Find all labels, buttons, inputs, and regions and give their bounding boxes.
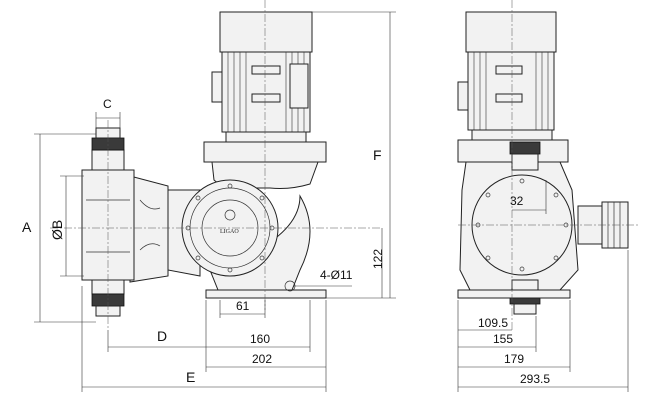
side-cover-bolt (485, 255, 491, 261)
cover-bolt (259, 195, 265, 201)
side-cover-bolt (519, 266, 525, 272)
nameplate-top (251, 65, 281, 75)
dim-109-5: 109.5 (478, 316, 508, 330)
nameplate-bottom (251, 93, 281, 103)
dim-A: A (22, 219, 32, 235)
dim-D: D (157, 328, 167, 344)
dim-C: C (103, 97, 112, 111)
dim-202: 202 (252, 352, 272, 366)
pump-head-link (129, 175, 169, 283)
side-discharge-nut (509, 141, 541, 155)
cover-bolt (195, 255, 201, 261)
logo-mark (224, 209, 236, 221)
dim-E: E (186, 369, 195, 385)
side-motor-lug (457, 81, 469, 111)
dim-122: 122 (371, 249, 385, 269)
dim-155: 155 (493, 332, 513, 346)
side-cover-bolt (553, 192, 559, 198)
side-cover-bolt (553, 255, 559, 261)
dim-F: F (373, 147, 382, 163)
front-view: LIGAO (50, 0, 380, 330)
side-motor-fins (473, 52, 549, 130)
cover-bolt (259, 255, 265, 261)
cover-bolt (227, 267, 233, 273)
side-motor-body (467, 51, 555, 131)
dim-holes: 4-Ø11 (320, 268, 353, 282)
side-cover-bolt (519, 178, 525, 184)
side-nameplate-bottom (495, 93, 523, 103)
side-motor-cap (465, 11, 557, 53)
terminal-box (289, 63, 309, 109)
cover-bolt (195, 195, 201, 201)
side-discharge-valve (511, 153, 539, 171)
dim-160: 160 (250, 332, 270, 346)
side-base-plate (457, 289, 571, 299)
base-plate (205, 289, 327, 299)
dim-293-5: 293.5 (520, 372, 550, 386)
motor-flange (225, 131, 307, 143)
motor-side-lug (211, 71, 223, 103)
front-view-dimensions: C A ØB F 122 4-Ø11 61 160 (22, 11, 396, 392)
dim-61: 61 (236, 299, 250, 313)
dim-179: 179 (504, 352, 524, 366)
cover-bolt (227, 183, 233, 189)
dim-B: ØB (49, 220, 65, 240)
motor-cap (219, 11, 313, 53)
logo-text: LIGAO (220, 229, 239, 235)
side-suction-port (513, 303, 537, 315)
side-view (457, 0, 640, 330)
side-nameplate-top (495, 65, 523, 75)
side-cover-bolt (485, 192, 491, 198)
side-view-dimensions: 32 109.5 155 179 293.5 (457, 180, 629, 392)
dim-32: 32 (510, 194, 524, 208)
